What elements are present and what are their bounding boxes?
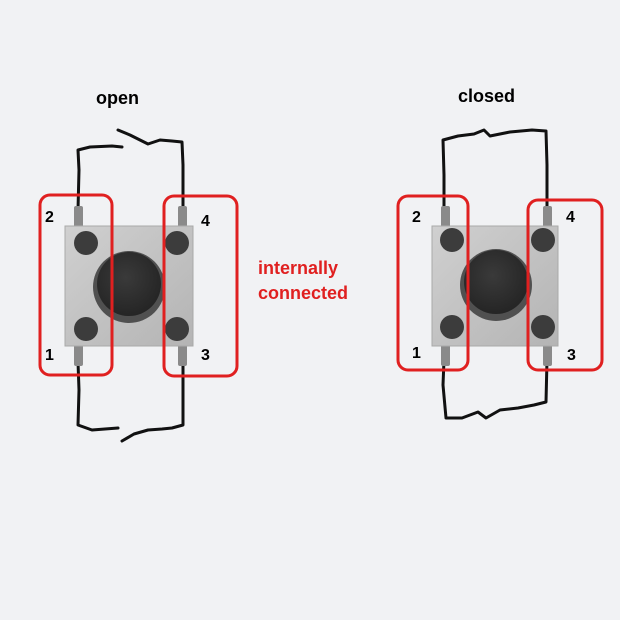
- open-top-wire: [76, 128, 185, 212]
- closed-left-highlight-box: [396, 194, 470, 372]
- closed-pin-label-4: 4: [566, 209, 575, 226]
- closed-corner-dot: [440, 228, 464, 252]
- note-line-1: internally: [258, 258, 338, 278]
- open-title: open: [96, 88, 139, 108]
- closed-corner-dot: [440, 315, 464, 339]
- closed-title: closed: [458, 86, 515, 106]
- closed-pin-label-2: 2: [412, 209, 421, 226]
- internally-connected-note: internally connected: [258, 258, 348, 303]
- open-pin-label-2: 2: [45, 209, 54, 226]
- open-button-cap: [97, 252, 161, 316]
- open-corner-dot: [74, 317, 98, 341]
- closed-button-cap: [464, 250, 528, 314]
- open-pin-label-4: 4: [201, 213, 210, 230]
- closed-bottom-wire: [441, 358, 549, 420]
- closed-corner-dot: [531, 315, 555, 339]
- open-switch: 2 4 1 3 open: [38, 88, 239, 443]
- closed-top-wire: [441, 128, 549, 214]
- open-corner-dot: [74, 231, 98, 255]
- open-corner-dot: [165, 231, 189, 255]
- note-line-2: connected: [258, 283, 348, 303]
- closed-pin-label-3: 3: [567, 347, 576, 364]
- closed-right-highlight-box: [526, 198, 604, 372]
- open-pin-label-3: 3: [201, 347, 210, 364]
- open-right-highlight-box: [162, 194, 239, 378]
- closed-switch: 2 4 1 3 closed: [396, 86, 604, 420]
- open-pin-label-1: 1: [45, 347, 54, 364]
- closed-corner-dot: [531, 228, 555, 252]
- closed-pin-label-1: 1: [412, 345, 421, 362]
- open-corner-dot: [165, 317, 189, 341]
- open-left-highlight-box: [38, 193, 114, 377]
- open-bottom-wire: [76, 360, 185, 443]
